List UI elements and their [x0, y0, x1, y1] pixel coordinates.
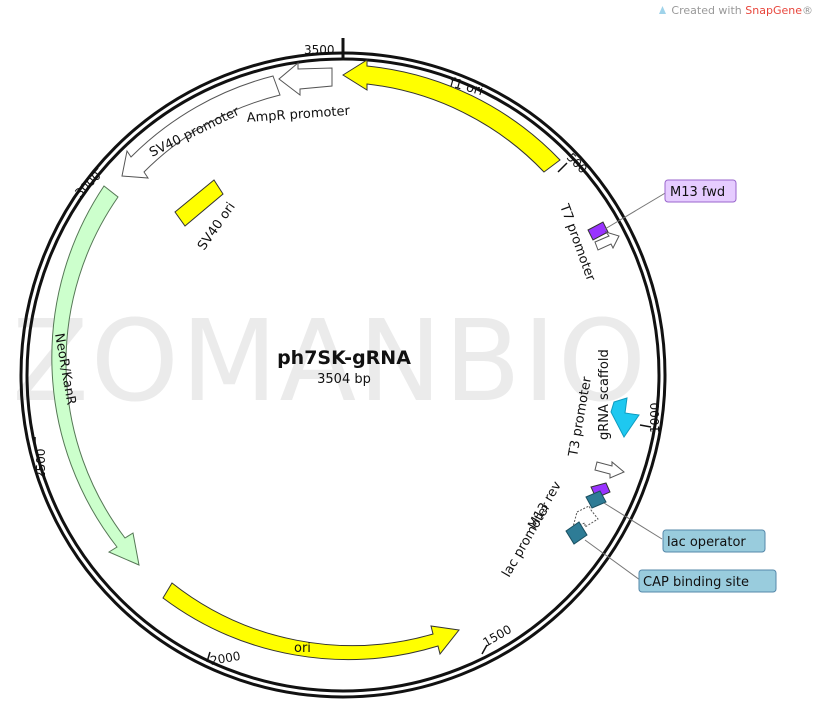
tick-label-2000: 2000 [209, 649, 242, 668]
tick-mark-3000 [90, 167, 99, 177]
callout-line-m13-fwd [604, 191, 668, 230]
feature-sv40-promoter[interactable] [121, 75, 281, 179]
plasmid-name: ph7SK-gRNA [277, 347, 411, 369]
tick-mark-1500 [481, 644, 488, 655]
callout-label-cap-binding-site: CAP binding site [643, 575, 749, 590]
feature-lac-operator[interactable] [585, 490, 607, 509]
snapgene-logo-icon [659, 6, 667, 14]
tick-label-3500: 3500 [304, 43, 335, 57]
tick-mark-1000 [639, 424, 652, 428]
tick-label-2500: 2500 [34, 448, 48, 479]
feature-neor-kanr[interactable] [51, 185, 140, 566]
snapgene-credit: Created with SnapGene® [658, 4, 813, 17]
feature-ampr-promoter[interactable] [278, 61, 333, 97]
credit-suffix: ® [802, 4, 813, 17]
feature-cap-binding-site[interactable] [565, 521, 588, 545]
feature-m13-fwd[interactable] [587, 221, 609, 241]
feature-ori[interactable] [162, 582, 460, 660]
feature-t7-promoter[interactable] [594, 231, 620, 251]
credit-brand: SnapGene [745, 4, 802, 17]
label-ori: ori [294, 641, 311, 656]
label-t7-promoter: T7 promoter [556, 201, 598, 283]
plasmid-size: 3504 bp [317, 372, 371, 387]
callout-label-lac-operator: lac operator [667, 535, 746, 550]
tick-mark-500 [557, 162, 568, 173]
callout-line-cap-binding-site [584, 539, 641, 581]
backbone-inner-circle [25, 57, 661, 693]
callout-label-m13-fwd: M13 fwd [670, 185, 725, 200]
tick-mark-2000 [206, 651, 211, 663]
credit-prefix: Created with [671, 4, 746, 17]
feature-grna-scaffold[interactable] [610, 397, 640, 438]
callout-line-lac-operator [603, 502, 663, 540]
label-ampr-promoter: AmpR promoter [246, 104, 351, 126]
tick-label-1000: 1000 [648, 402, 662, 433]
label-grna-scaffold: gRNA scaffold [597, 349, 612, 440]
callout-lac-operator[interactable] [662, 529, 766, 553]
callout-m13-fwd[interactable] [664, 179, 737, 203]
feature-t3-promoter[interactable] [594, 460, 625, 479]
feature-f1-ori[interactable] [342, 59, 561, 173]
feature-sv40-ori[interactable] [174, 179, 224, 227]
watermark: ZOMANBIO [12, 297, 648, 427]
callout-cap-binding-site[interactable] [638, 569, 777, 593]
label-lac-promoter: lac promoter [499, 500, 554, 580]
